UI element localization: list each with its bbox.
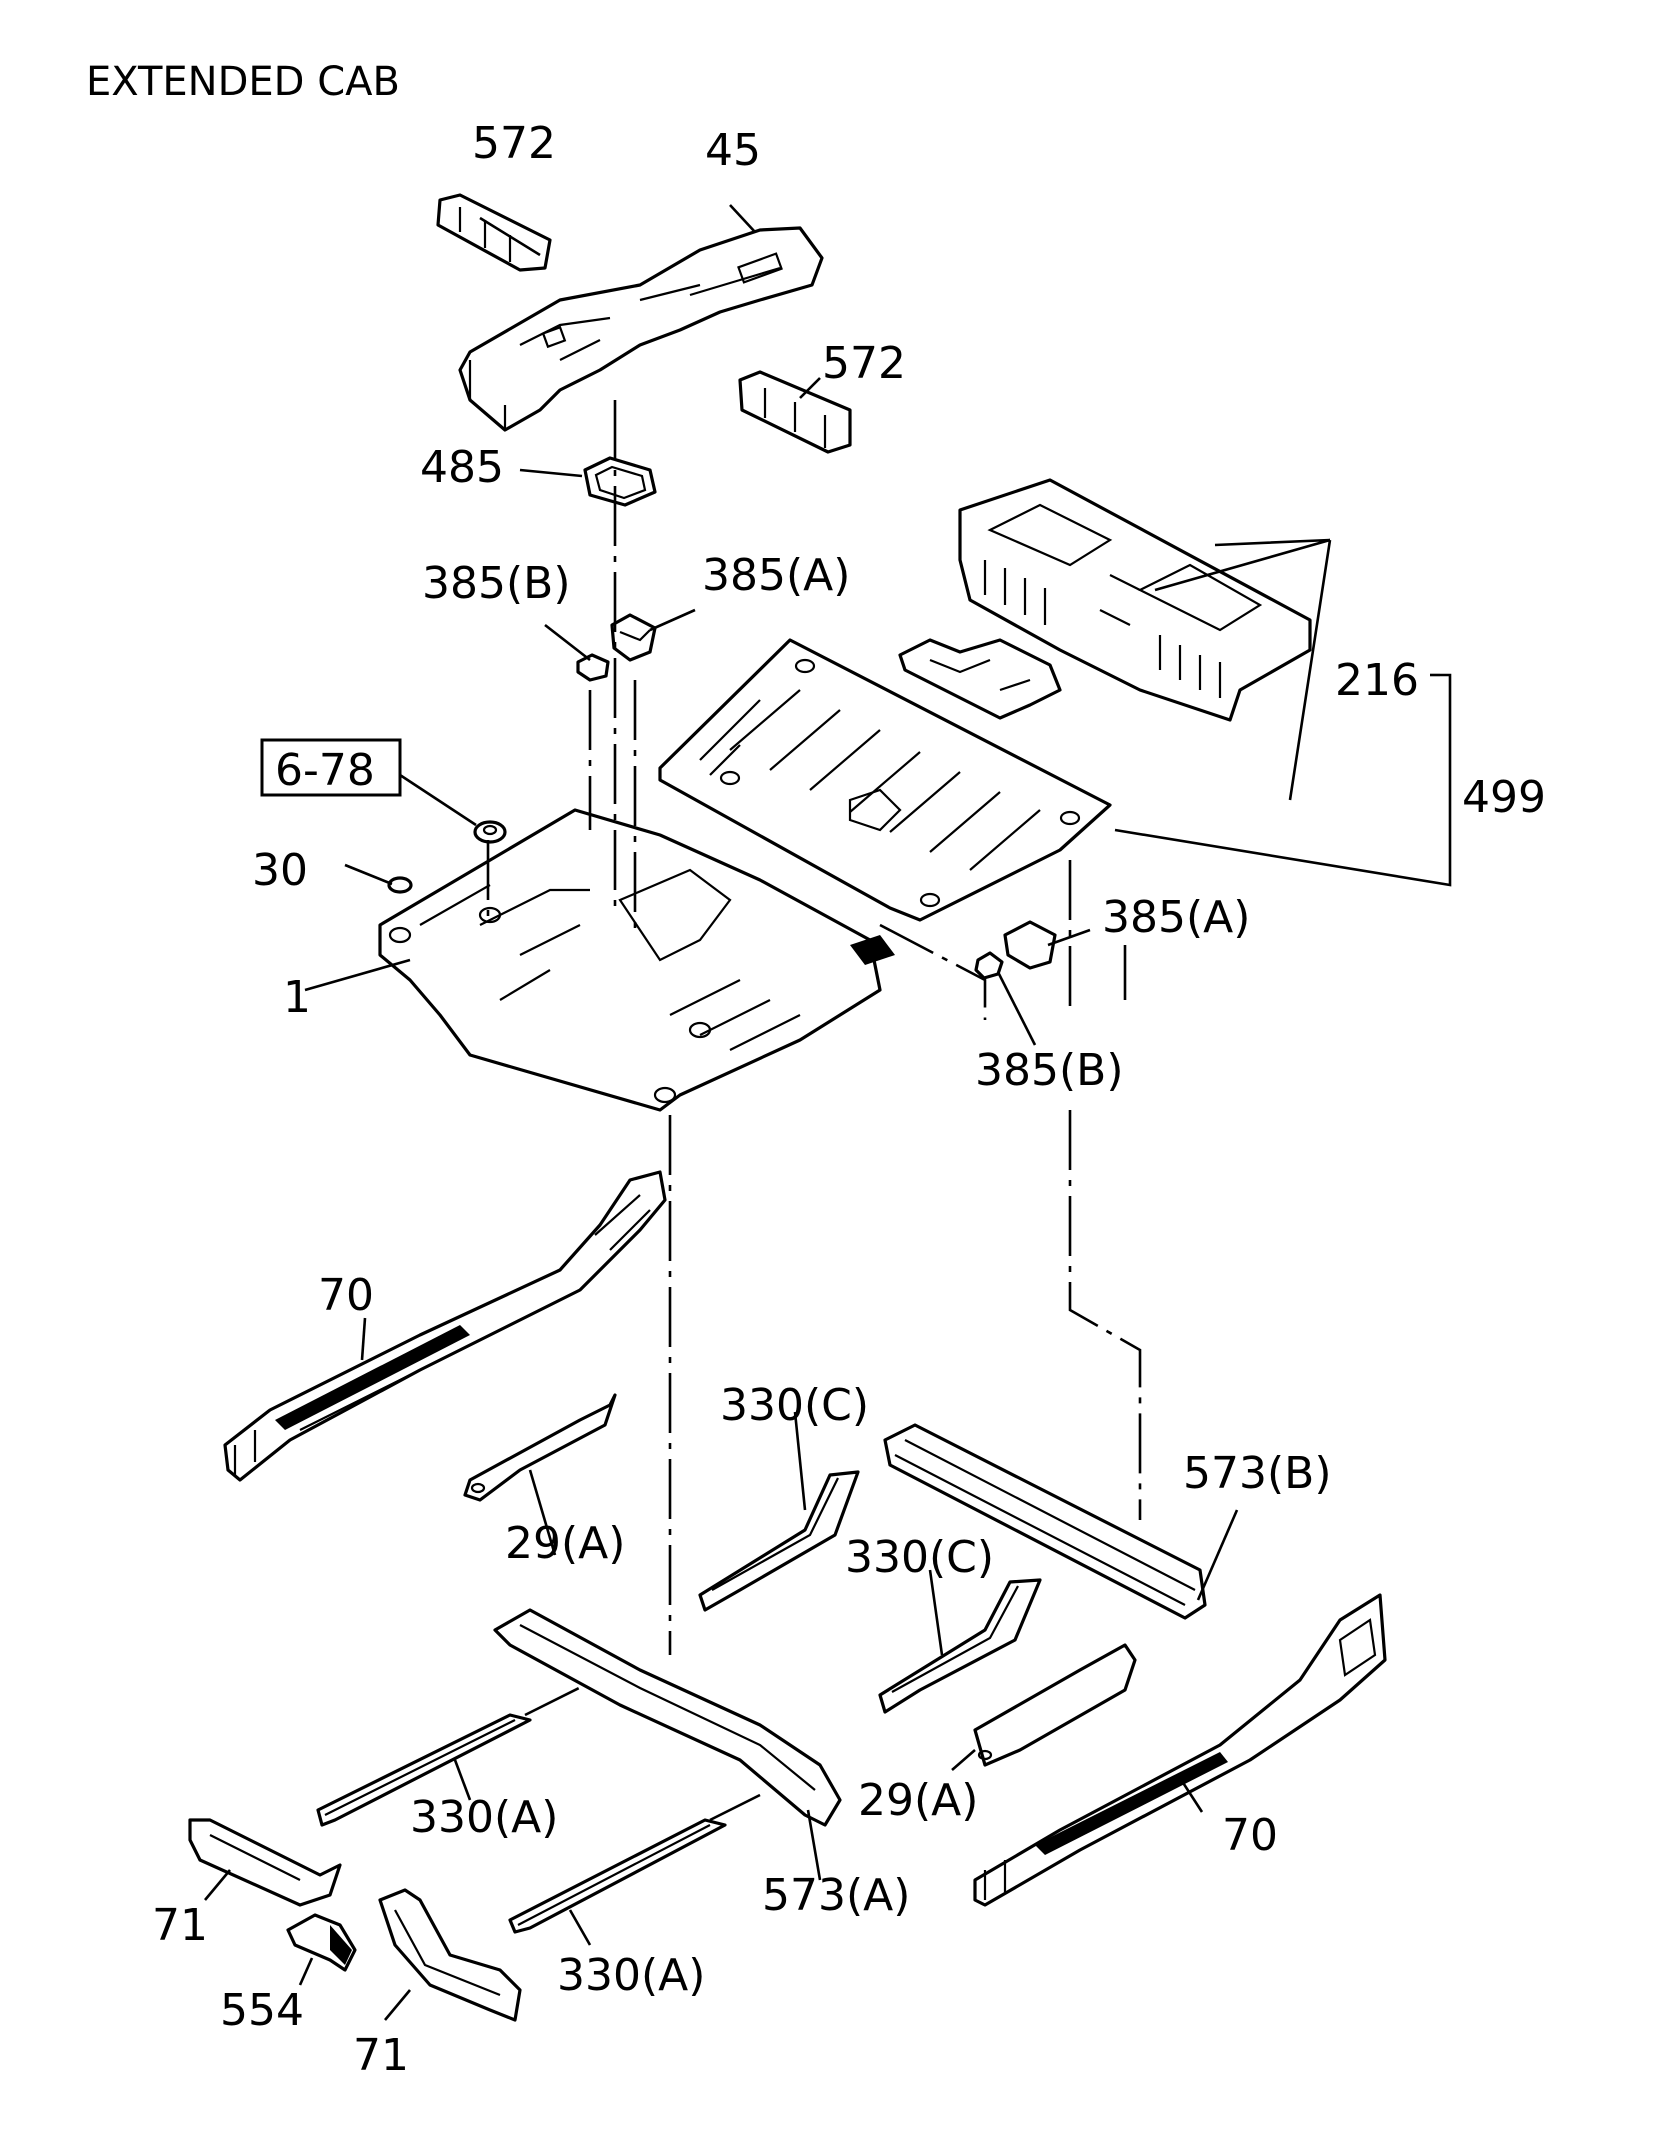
part-330a-member-lower xyxy=(508,1818,727,1934)
part-385a-bracket-right xyxy=(1003,920,1057,970)
part-71-bracket-bottom xyxy=(378,1888,522,2022)
callout-554: 554 xyxy=(220,1985,304,2036)
part-45-floor-tunnel-cover xyxy=(458,226,824,432)
alignment-chain-lines xyxy=(486,400,1142,1822)
callout-330a: 330(A) xyxy=(557,1950,705,2001)
callout-330c: 330(C) xyxy=(845,1532,994,1583)
part-573b-cross-member xyxy=(883,1423,1207,1620)
part-572-bracket-upper-left xyxy=(436,193,552,272)
part-1-front-floor-panel xyxy=(378,808,895,1112)
part-6-78-grommet xyxy=(473,820,507,844)
part-385a-bracket-top xyxy=(610,613,657,662)
callout-45: 45 xyxy=(705,125,761,176)
callout-29a: 29(A) xyxy=(505,1518,625,1569)
part-29a-bracket-left xyxy=(463,1393,617,1502)
part-216-rear-storage-tray xyxy=(958,478,1312,722)
callout-330c: 330(C) xyxy=(720,1380,869,1431)
part-385b-clip-top xyxy=(576,653,610,682)
callout-330a: 330(A) xyxy=(410,1792,558,1843)
callout-216: 216 xyxy=(1335,655,1419,706)
callout-385b: 385(B) xyxy=(975,1045,1124,1096)
part-70-side-sill-left xyxy=(223,1170,667,1482)
callout-71: 71 xyxy=(353,2030,409,2081)
leader-lines xyxy=(204,204,1452,2021)
part-330c-member-top xyxy=(698,1470,860,1612)
part-330a-member-upper xyxy=(316,1713,532,1827)
part-499-rear-floor-panel xyxy=(658,638,1112,922)
part-70-side-sill-right xyxy=(973,1593,1387,1907)
part-554-bracket xyxy=(286,1913,357,1972)
callout-30: 30 xyxy=(252,845,308,896)
callout-485: 485 xyxy=(420,442,504,493)
callout-1: 1 xyxy=(283,972,311,1023)
callout-70: 70 xyxy=(318,1270,374,1321)
diagram-title: EXTENDED CAB xyxy=(86,59,400,105)
part-573a-cross-member xyxy=(493,1608,842,1827)
callout-572: 572 xyxy=(472,118,556,169)
callout-71: 71 xyxy=(152,1900,208,1951)
callout-499: 499 xyxy=(1462,772,1546,823)
callout-70: 70 xyxy=(1222,1810,1278,1861)
part-30-plug xyxy=(387,876,413,894)
callout-385a: 385(A) xyxy=(1102,892,1250,943)
callout-6-78-reference[interactable]: 6-78 xyxy=(275,745,375,796)
callout-labels: 572 45 572 485 385(B) 385(A) 216 499 6-7… xyxy=(152,118,1546,2081)
callout-385b: 385(B) xyxy=(422,558,571,609)
callout-572: 572 xyxy=(822,338,906,389)
callout-29a: 29(A) xyxy=(858,1775,978,1826)
reference-box xyxy=(260,738,402,797)
part-485-gasket xyxy=(583,456,657,507)
part-216-lower-bracket xyxy=(898,638,1062,720)
callout-573a: 573(A) xyxy=(762,1870,910,1921)
part-29a-bracket-right xyxy=(973,1643,1137,1767)
part-71-bracket-left xyxy=(188,1818,342,1907)
part-330c-member-middle xyxy=(878,1578,1042,1714)
part-572-bracket-right xyxy=(738,370,852,454)
callout-385a: 385(A) xyxy=(702,550,850,601)
callout-573b: 573(B) xyxy=(1183,1448,1332,1499)
